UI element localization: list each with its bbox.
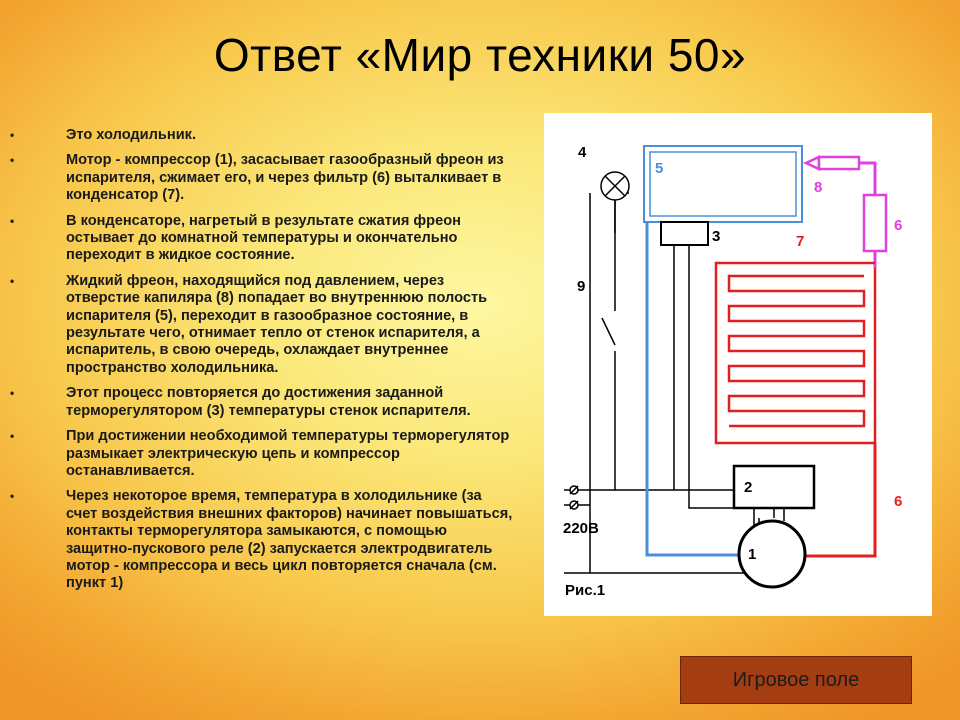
bullet-icon: • — [10, 128, 15, 142]
label-filter-bottom: 6 — [894, 493, 902, 510]
label-thermostat: 3 — [712, 228, 720, 245]
bullet-icon: • — [10, 386, 15, 401]
label-relay: 2 — [744, 479, 752, 496]
label-capillary: 8 — [814, 179, 822, 196]
bullet-text: Через некоторое время, температура в хол… — [66, 488, 513, 592]
door-switch-icon — [600, 311, 630, 351]
bullet-text: Жидкий фреон, находящийся под давлением,… — [66, 272, 488, 376]
bullet-item: • Через некоторое время, температура в хо… — [8, 488, 516, 592]
evaporator — [643, 145, 803, 557]
relay-box — [732, 464, 816, 510]
bullet-item: • Мотор - компрессор (1), засасывает газо… — [8, 152, 516, 204]
bullet-icon: • — [10, 489, 15, 504]
bullet-list: • Это холодильник. • Мотор - компрессор (1… — [8, 127, 516, 601]
label-door-switch: 9 — [577, 278, 585, 295]
bullet-item: • В конденсаторе, нагретый в результате с… — [8, 213, 516, 265]
figure-caption: Рис.1 — [565, 582, 605, 599]
bullet-text: В конденсаторе, нагретый в результате сж… — [66, 212, 461, 264]
slide-title: Ответ «Мир техники 50» — [213, 29, 747, 81]
lamp-icon — [600, 171, 630, 233]
label-evaporator: 5 — [655, 160, 663, 177]
bullet-icon: • — [10, 429, 15, 444]
bullet-text: Этот процесс повторяется до достижения з… — [66, 385, 471, 419]
circuit-wires — [564, 192, 775, 574]
bullet-text: Мотор - компрессор (1), засасывает газоо… — [66, 152, 504, 204]
label-compressor: 1 — [748, 546, 756, 563]
label-lamp: 4 — [578, 144, 587, 161]
condenser-coil — [714, 261, 877, 558]
game-field-button[interactable]: Игровое поле — [680, 656, 912, 704]
bullet-item: • Этот процесс повторяется до достижения … — [8, 385, 516, 420]
bullet-item: • Это холодильник. — [8, 127, 516, 144]
bullet-icon: • — [10, 273, 15, 288]
compressor-icon — [737, 508, 807, 589]
thermostat-box — [660, 221, 709, 246]
bullet-text: Это холодильник. — [66, 127, 197, 143]
bullet-item: • При достижении необходимой температуры … — [8, 428, 516, 480]
bullet-icon: • — [10, 213, 15, 228]
bullet-icon: • — [10, 153, 15, 168]
label-voltage: 220В — [563, 520, 599, 537]
label-filter-top: 6 — [894, 217, 902, 234]
bullet-text: При достижении необходимой температуры т… — [66, 428, 510, 479]
refrigerator-diagram: 4 5 8 6 3 7 9 2 6 220В 1 Рис.1 — [544, 113, 932, 616]
capillary-tube — [803, 155, 888, 268]
bullet-item: • Жидкий фреон, находящийся под давлением… — [8, 273, 516, 377]
power-terminals — [564, 485, 590, 510]
label-condenser: 7 — [796, 233, 804, 250]
